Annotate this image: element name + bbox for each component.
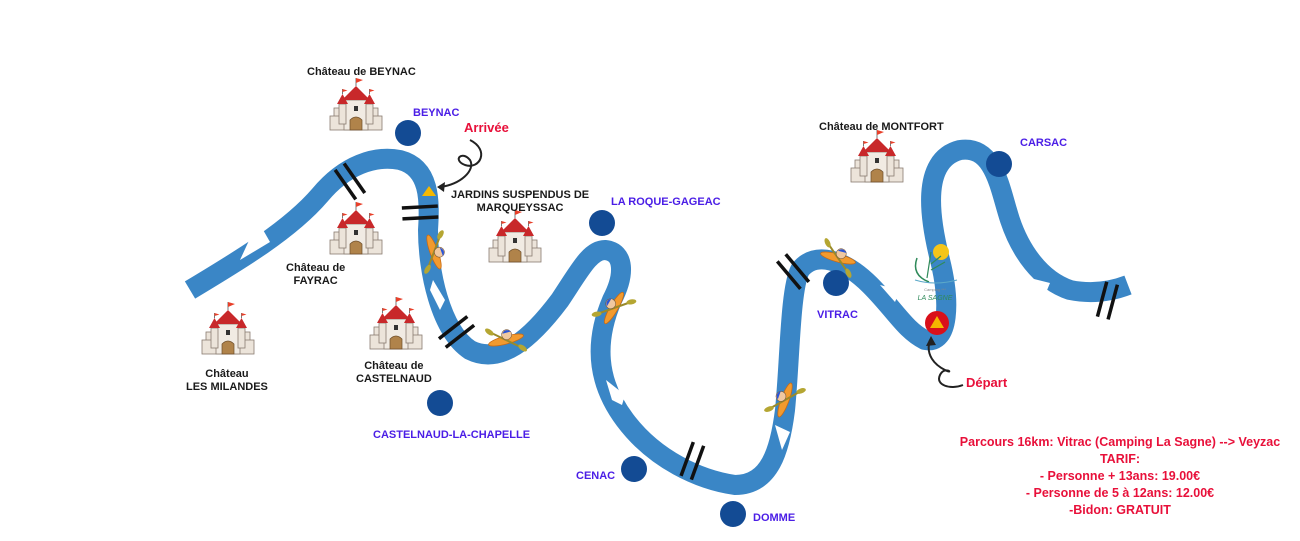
castle-icon-castelnaud — [369, 296, 423, 350]
castle-label-marqueyssac: JARDINS SUSPENDUS DE MARQUEYSSAC — [451, 189, 589, 214]
castle-label-beynac: Château de BEYNAC — [307, 66, 416, 78]
arrow-head-icon — [437, 182, 445, 192]
town-dot-beynac[interactable] — [395, 120, 421, 146]
castle-label-line: LES MILANDES — [186, 380, 268, 393]
route-info: Parcours 16km: Vitrac (Camping La Sagne)… — [940, 434, 1300, 519]
tarif-title: TARIF: — [1099, 452, 1141, 466]
town-label-vitrac: VITRAC — [817, 309, 858, 321]
arrow-icon — [927, 339, 964, 388]
tarif-item: - Personne de 5 à 12ans: 12.00€ — [1025, 486, 1215, 500]
castle-label-line: Château — [205, 368, 249, 380]
arrival-label: Arrivée — [464, 120, 509, 135]
tarif-item: - Personne + 13ans: 19.00€ — [1039, 469, 1201, 483]
castle-label-line: CASTELNAUD — [356, 372, 432, 385]
town-label-cenac: CENAC — [576, 470, 616, 482]
castle-icon-marqueyssac — [488, 209, 542, 263]
castle-icon-montfort — [850, 129, 904, 183]
town-label-roque: LA ROQUE-GAGEAC — [611, 196, 721, 208]
river-rapid — [880, 285, 900, 302]
river-rapid — [775, 425, 790, 450]
arrival-marker-icon[interactable] — [422, 186, 436, 196]
tarif-item: -Bidon: GRATUIT — [1069, 503, 1171, 517]
castle-label-line: Château de — [364, 360, 424, 372]
river-dordogne — [184, 139, 1132, 495]
river-rapid — [606, 380, 625, 405]
town-dot-vitrac[interactable] — [823, 270, 849, 296]
castle-label-milandes: Château LES MILANDES — [186, 368, 268, 393]
town-label-castelnaud: CASTELNAUD-LA-CHAPELLE — [373, 429, 531, 441]
castle-icon-fayrac — [329, 201, 383, 255]
castle-label-montfort: Château de MONTFORT — [819, 121, 944, 133]
river-rapid — [1030, 278, 1050, 295]
town-label-beynac: BEYNAC — [413, 107, 460, 119]
arrow-icon — [439, 139, 483, 188]
castle-label-line: Château de — [286, 262, 346, 274]
camping-marker-icon[interactable] — [925, 311, 949, 335]
route-description: Parcours 16km: Vitrac (Camping La Sagne)… — [959, 435, 1281, 449]
town-dot-cenac[interactable] — [621, 456, 647, 482]
town-dot-carsac[interactable] — [986, 151, 1012, 177]
town-dot-castelnaud[interactable] — [427, 390, 453, 416]
river-rapid — [430, 280, 445, 310]
town-dot-roque[interactable] — [589, 210, 615, 236]
svg-text:Camping ***: Camping *** — [924, 287, 946, 292]
castle-icon-milandes — [201, 301, 255, 355]
svg-text:LA SAGNE: LA SAGNE — [918, 295, 953, 302]
castle-label-line: JARDINS SUSPENDUS DE — [451, 189, 590, 201]
castle-label-line: MARQUEYSSAC — [476, 201, 564, 214]
camping-logo[interactable]: Camping *** LA SAGNE — [914, 244, 958, 302]
town-label-carsac: CARSAC — [1020, 137, 1068, 149]
castle-label-fayrac: Château de FAYRAC — [286, 262, 345, 287]
river-rapid — [240, 228, 270, 260]
town-label-domme: DOMME — [753, 512, 796, 524]
town-dot-domme[interactable] — [720, 501, 746, 527]
departure-label: Départ — [966, 375, 1008, 390]
arrow-head-icon — [926, 336, 936, 346]
castle-label-castelnaud: Château de CASTELNAUD — [356, 360, 432, 385]
castle-label-line: FAYRAC — [293, 274, 338, 287]
castle-icon-beynac — [329, 77, 383, 131]
